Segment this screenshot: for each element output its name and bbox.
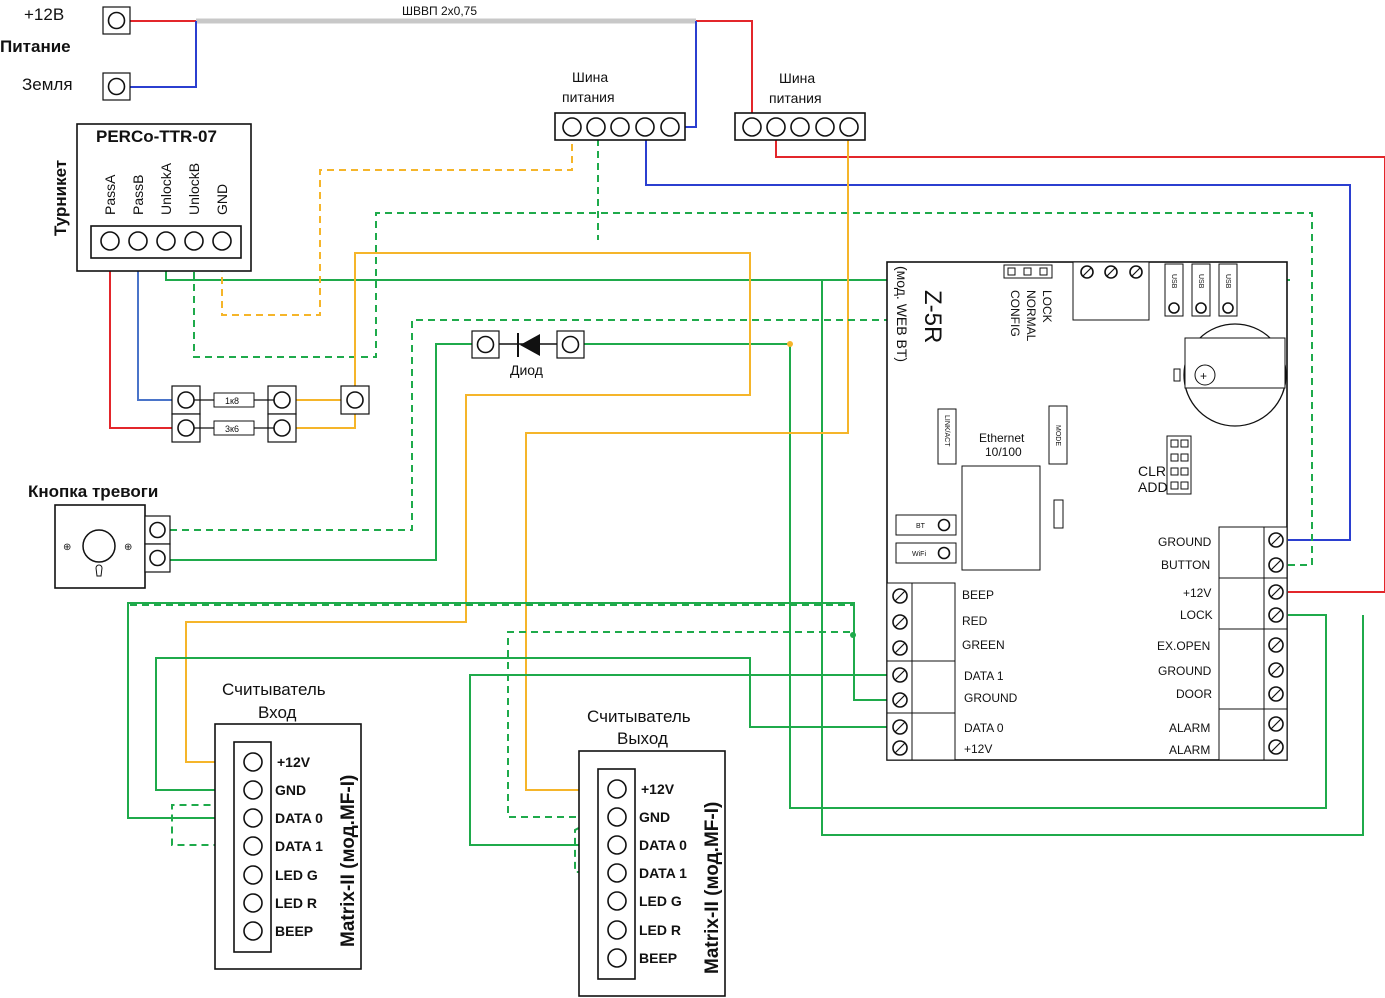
ethernet-port xyxy=(961,465,1041,571)
term-r-alarm2: ALARM xyxy=(1169,743,1210,757)
bus2-title-line2: питания xyxy=(769,90,822,106)
term-r-door: DOOR xyxy=(1176,687,1212,701)
wifi-label: WiFi xyxy=(912,551,926,558)
jumper-normal: NORMAL xyxy=(1024,290,1038,342)
term-r-12v: +12V xyxy=(1183,586,1211,600)
controller-name: Z-5R xyxy=(919,290,946,343)
diode-symbol xyxy=(520,334,540,356)
jumper-lock: LOCK xyxy=(1040,290,1054,323)
power-input: +12В Питание Земля ШВВП 2х0,75 xyxy=(0,4,477,101)
term-data1: DATA 1 xyxy=(964,669,1004,683)
term-ground: GROUND xyxy=(964,691,1018,705)
usb-1: USB xyxy=(1170,274,1177,289)
usb-3: USB xyxy=(1224,274,1231,289)
term-data0: DATA 0 xyxy=(964,721,1004,735)
term-r-exopen: EX.OPEN xyxy=(1157,639,1210,653)
screw-icon: ⊕ xyxy=(63,542,71,553)
reader-out-pin-ledg: LED G xyxy=(639,893,682,909)
pin-gnd: GND xyxy=(214,184,230,215)
resistor-block: 1к8 3к6 xyxy=(171,385,370,443)
pin-unlockb: UnlockB xyxy=(186,163,202,215)
reader-out-pin-gnd: GND xyxy=(639,809,670,825)
reader-out-title-1: Считыватель xyxy=(587,707,691,726)
plus12-label: +12В xyxy=(24,5,64,24)
resistor-1k8: 1к8 xyxy=(225,396,239,406)
power-bus-2: Шина питания xyxy=(734,70,866,141)
reader-out-pin-data0: DATA 0 xyxy=(639,837,687,853)
ethernet-label-1: Ethernet xyxy=(979,431,1025,445)
reader-out-pin-beep: BEEP xyxy=(639,950,677,966)
usb-2: USB xyxy=(1197,274,1204,289)
pin-unlocka: UnlockA xyxy=(158,162,174,215)
reader-in-title-1: Считыватель xyxy=(222,680,326,699)
linkact-label: LINK/ACT xyxy=(943,415,950,447)
bus2-title-line1: Шина xyxy=(779,70,815,86)
bus1-title-line1: Шина xyxy=(572,69,608,85)
turnstile-model: PERCo-TTR-07 xyxy=(96,127,217,146)
term-r-lock: LOCK xyxy=(1180,608,1213,622)
term-r-ground: GROUND xyxy=(1158,535,1212,549)
reader-in-pin-gnd: GND xyxy=(275,782,306,798)
reader-in-pin-data0: DATA 0 xyxy=(275,810,323,826)
term-beep: BEEP xyxy=(962,588,994,602)
power-bus-1: Шина питания xyxy=(554,69,686,141)
term-r-button: BUTTON xyxy=(1161,558,1210,572)
term-12v: +12V xyxy=(964,742,992,756)
pin-passa: PassA xyxy=(102,174,118,215)
bus1-title-line2: питания xyxy=(562,89,615,105)
ethernet-label-2: 10/100 xyxy=(985,445,1022,459)
diode-label: Диод xyxy=(510,362,543,378)
term-green: GREEN xyxy=(962,638,1005,652)
reader-out-block: Считыватель Выход +12V GND DATA 0 DATA 1… xyxy=(578,707,726,997)
turnstile-side-label: Турникет xyxy=(51,160,70,236)
keyhole-icon xyxy=(95,564,103,577)
reader-in-pin-12v: +12V xyxy=(277,754,311,770)
term-r-ground2: GROUND xyxy=(1158,664,1212,678)
reader-out-title-2: Выход xyxy=(617,729,668,748)
ground-label: Земля xyxy=(22,75,73,94)
cable-label: ШВВП 2х0,75 xyxy=(402,4,477,18)
diode-block: Диод xyxy=(471,330,585,378)
reader-in-title-2: Вход xyxy=(258,703,297,722)
reader-in-pin-data1: DATA 1 xyxy=(275,838,323,854)
alarm-button-block: Кнопка тревоги ⊕ ⊕ xyxy=(28,482,171,589)
resistor-3k6: 3к6 xyxy=(225,424,239,434)
term-r-alarm1: ALARM xyxy=(1169,721,1210,735)
turnstile-block: Турникет PERCo-TTR-07 PassA PassB Unlock… xyxy=(51,123,252,272)
term-red: RED xyxy=(962,614,988,628)
controller-subtitle: (мод. WEB BT) xyxy=(894,266,910,362)
reader-out-pin-12v: +12V xyxy=(641,781,675,797)
mode-label: MODE xyxy=(1054,425,1061,446)
wires xyxy=(109,18,1385,873)
add-label: ADD xyxy=(1138,479,1168,495)
controller-block: Z-5R (мод. WEB BT) LOCK NORMAL CONFIG US… xyxy=(886,261,1288,761)
reader-out-model: Matrix-II (мод.MF-I) xyxy=(702,802,723,974)
screw-icon: ⊕ xyxy=(124,542,132,553)
clr-label: CLR xyxy=(1138,463,1166,479)
jumper-config: CONFIG xyxy=(1008,290,1022,337)
supply-label: Питание xyxy=(0,37,71,56)
reader-in-pin-beep: BEEP xyxy=(275,923,313,939)
alarm-button-label: Кнопка тревоги xyxy=(28,482,158,501)
plus-icon: + xyxy=(1200,369,1207,383)
reader-in-model: Matrix-II (мод.MF-I) xyxy=(338,775,359,947)
reader-in-pin-ledr: LED R xyxy=(275,895,317,911)
pin-passb: PassB xyxy=(130,175,146,215)
reader-out-pin-data1: DATA 1 xyxy=(639,865,687,881)
reader-in-block: Считыватель Вход +12V GND DATA 0 DATA 1 … xyxy=(214,680,362,970)
reader-out-pin-ledr: LED R xyxy=(639,922,681,938)
reader-in-pin-ledg: LED G xyxy=(275,867,318,883)
bt-label: BT xyxy=(916,523,926,530)
